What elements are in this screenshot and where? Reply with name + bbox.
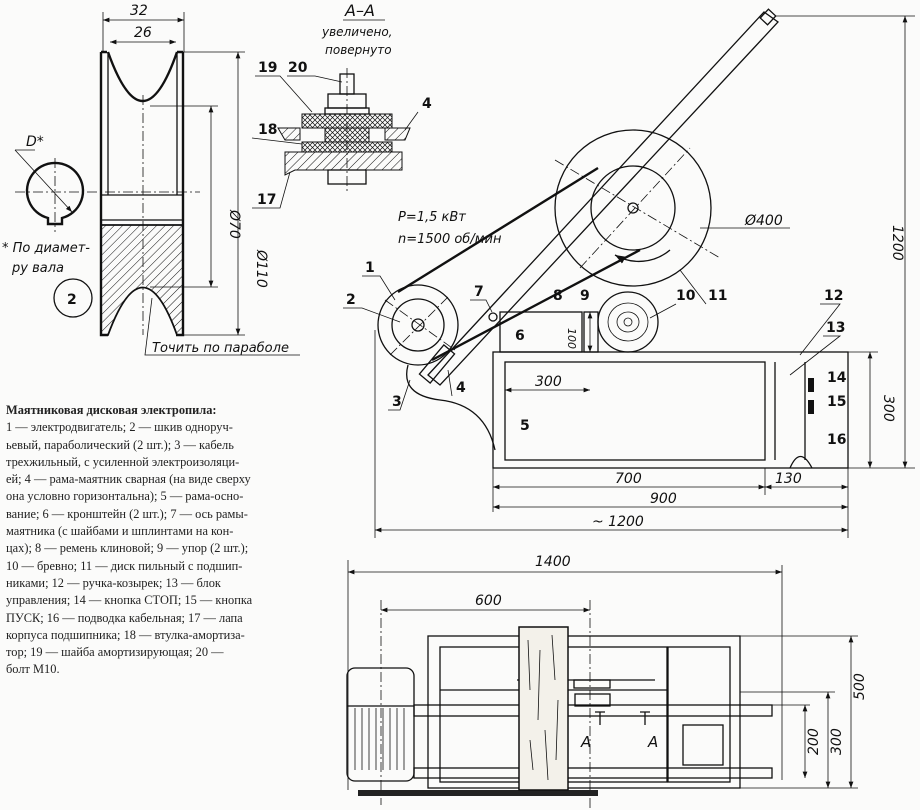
caption-line: она условно горизонтальна); 5 — рама-осн…: [6, 489, 244, 504]
caption-line: ПУСК; 16 — подводка кабельная; 17 — лапа: [6, 610, 243, 625]
label-11: 11: [708, 288, 727, 304]
section-mark-right: A: [647, 733, 658, 751]
caption-body: 1 — электродвигатель; 2 — шкив одноруч-ь…: [6, 419, 336, 678]
label-3: 3: [392, 394, 402, 410]
label-8: 8: [553, 288, 563, 304]
dim-300-top: 300: [829, 728, 845, 755]
detail-number: 2: [67, 292, 77, 308]
dim-total-1200: ~ 1200: [592, 514, 644, 530]
label-17: 17: [257, 192, 276, 208]
section-a-a: A–A увеличено, повернуто 19 20 4 18 17: [251, 1, 432, 209]
caption-line: никами; 12 — ручка-козырек; 13 — блок: [6, 575, 221, 590]
label-4-section: 4: [422, 96, 432, 112]
label-16: 16: [827, 432, 846, 448]
side-view: Ø400 P=1,5 кВт n=1500 об/мин 1 2 3 4 5 6…: [343, 8, 915, 538]
dim-d110: Ø110: [253, 249, 269, 288]
top-view: 1400 600 A A 500 300 200: [346, 554, 868, 808]
caption-line: 10 — бревно; 11 — диск пильный с подшип-: [6, 558, 243, 573]
caption-line: ей; 4 — рама-маятник сварная (на виде св…: [6, 472, 251, 487]
dim-700: 700: [615, 471, 642, 487]
motor-speed: n=1500 об/мин: [398, 232, 502, 247]
dim-130: 130: [775, 471, 802, 487]
dim-1400: 1400: [535, 554, 571, 570]
section-subtitle-2: повернуто: [325, 43, 392, 57]
pulley-detail: 32 26 Ø70 Ø110 D* * По диамет- ру вала 2…: [2, 3, 300, 356]
label-20: 20: [288, 60, 308, 76]
label-10: 10: [676, 288, 696, 304]
section-mark-left: A: [580, 733, 591, 751]
dim-200: 200: [806, 728, 822, 755]
label-1: 1: [365, 260, 375, 276]
dim-d70: Ø70: [226, 209, 242, 239]
dim-26: 26: [134, 25, 152, 41]
disc-diameter: Ø400: [744, 213, 783, 229]
label-18: 18: [258, 122, 277, 138]
caption-line: корпуса подшипника; 18 — втулка-амортиза…: [6, 627, 245, 642]
dim-900: 900: [650, 491, 677, 507]
label-19: 19: [258, 60, 277, 76]
dim-1200-height: 1200: [889, 225, 905, 261]
label-7: 7: [474, 284, 484, 300]
dim-300-bracket: 300: [535, 374, 562, 390]
caption-line: ьевый, параболический (2 шт.); 3 — кабел…: [6, 437, 234, 452]
label-12: 12: [824, 288, 843, 304]
caption-line: вание; 6 — кронштейн (2 шт.); 7 — ось ра…: [6, 506, 248, 521]
section-subtitle-1: увеличено,: [321, 25, 393, 39]
label-15: 15: [827, 394, 846, 410]
caption-line: 1 — электродвигатель; 2 — шкив одноруч-: [6, 420, 233, 435]
label-6: 6: [515, 328, 525, 344]
dim-500: 500: [852, 673, 868, 700]
label-4: 4: [456, 380, 466, 396]
caption-line: трехжильный, с усиленной электроизоляци-: [6, 454, 240, 469]
label-5: 5: [520, 418, 530, 434]
label-2: 2: [346, 292, 356, 308]
dim-100: 100: [565, 328, 578, 349]
caption-line: маятника (с шайбами и шплинтами на кон-: [6, 524, 234, 539]
label-14: 14: [827, 370, 847, 386]
caption-line: болт М10.: [6, 662, 60, 677]
caption-line: тор; 19 — шайба амортизирующая; 20 —: [6, 645, 224, 660]
bore-label: D*: [26, 134, 44, 150]
dim-300-frame: 300: [880, 395, 896, 422]
motor-power: P=1,5 кВт: [398, 210, 466, 225]
bore-note-2: ру вала: [11, 261, 64, 276]
section-title: A–A: [344, 1, 375, 20]
dim-32: 32: [130, 3, 148, 19]
machining-note: Точить по параболе: [152, 341, 289, 356]
label-13: 13: [826, 320, 845, 336]
bore-note-1: * По диамет-: [2, 241, 90, 256]
dim-600: 600: [475, 593, 502, 609]
caption-line: управления; 14 — кнопка СТОП; 15 — кнопк…: [6, 593, 253, 608]
figure-caption: Маятниковая дисковая электропила: 1 — эл…: [6, 402, 336, 679]
caption-line: цах); 8 — ремень клиновой; 9 — упор (2 ш…: [6, 541, 249, 556]
caption-title: Маятниковая дисковая электропила:: [6, 403, 217, 417]
label-9: 9: [580, 288, 590, 304]
